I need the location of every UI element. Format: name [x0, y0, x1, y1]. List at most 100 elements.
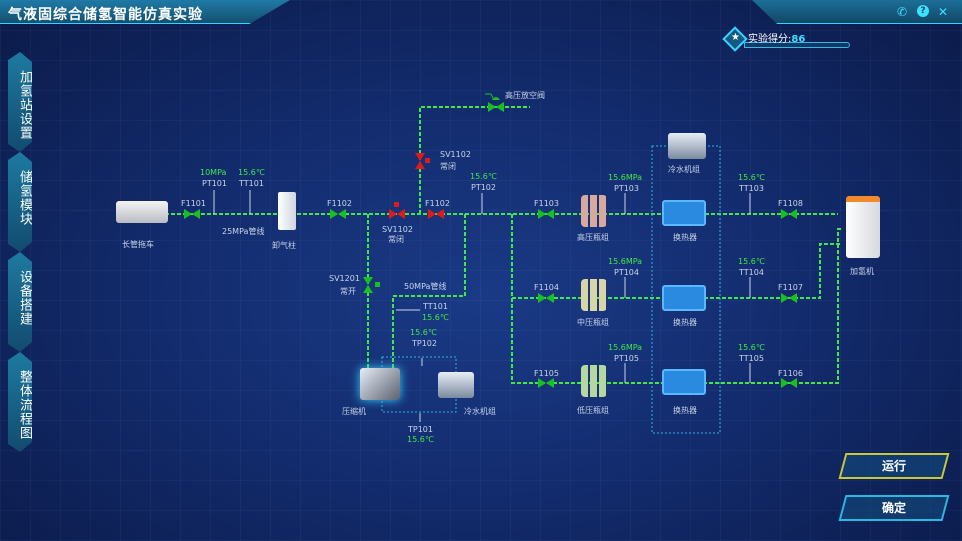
sidebar-item-storage-module[interactable]: 储氢模块	[8, 152, 32, 252]
solenoid-sv1102-top	[415, 153, 430, 169]
valve-f1101-label: F1101	[181, 199, 206, 208]
hp-bank-icon[interactable]	[581, 195, 607, 227]
sidebar-item-station-setup[interactable]: 加氢站设置	[8, 52, 32, 152]
hx2-label: 换热器	[673, 318, 697, 327]
compressor-label: 压缩机	[342, 407, 366, 416]
score-bar	[744, 42, 850, 48]
pipelines	[165, 106, 842, 384]
pt102-value: 15.6℃	[470, 172, 497, 181]
phone-icon[interactable]: ✆	[897, 5, 908, 19]
sv1102-top-tag: SV1102	[440, 150, 471, 159]
confirm-button[interactable]: 确定	[838, 495, 950, 521]
sidebar-item-equipment-build[interactable]: 设备搭建	[8, 252, 32, 352]
hx3-label: 换热器	[673, 406, 697, 415]
tube-trailer-label: 长管拖车	[122, 240, 154, 249]
lp-bank-icon[interactable]	[581, 365, 607, 397]
tp101-tag: TP101	[408, 425, 433, 434]
tube-trailer-icon[interactable]	[116, 201, 168, 223]
tp101-value: 15.6℃	[407, 435, 434, 444]
hp-bank-label: 高压瓶组	[577, 233, 609, 242]
tt103-value: 15.6℃	[738, 173, 765, 182]
tt101a-tag: TT101	[239, 179, 264, 188]
sidebar-item-overall-flow[interactable]: 整体流程图	[8, 352, 32, 452]
sv1102-main-state: 常闭	[388, 235, 404, 244]
hydrogen-dispenser-icon[interactable]	[846, 196, 880, 258]
valve-f1101	[184, 209, 200, 219]
sidebar-item-label: 整体流程图	[17, 370, 32, 440]
help-icon[interactable]: ?	[917, 5, 929, 17]
solenoid-sv1102-main	[389, 202, 405, 219]
valve-f1102b-label: F1102	[425, 199, 450, 208]
heat-exchanger-3-icon[interactable]	[662, 369, 706, 395]
valve-f1102a-label: F1102	[327, 199, 352, 208]
sidebar-item-label: 储氢模块	[17, 170, 32, 226]
heat-exchanger-1-icon[interactable]	[662, 200, 706, 226]
compressor-icon[interactable]	[360, 368, 400, 400]
valve-f1107-label: F1107	[778, 283, 803, 292]
pt103-value: 15.6MPa	[608, 173, 643, 182]
pipeline-50mpa-label: 50MPa管线	[404, 282, 447, 291]
pt104-value: 15.6MPa	[608, 257, 643, 266]
run-button[interactable]: 运行	[838, 453, 950, 479]
title-bar	[0, 0, 290, 24]
lp-pipe	[511, 214, 842, 384]
valve-f1107	[781, 293, 797, 303]
valve-f1105	[538, 378, 554, 388]
tt101b-tag: TT101	[423, 302, 448, 311]
sensor-leads	[213, 190, 751, 422]
score-value: 86	[791, 34, 806, 45]
pt105-value: 15.6MPa	[608, 343, 643, 352]
tt101b-value: 15.6℃	[422, 313, 449, 322]
pt101-tag: PT101	[202, 179, 227, 188]
tp102-value: 15.6℃	[410, 328, 437, 337]
valve-f1106	[781, 378, 797, 388]
solenoid-sv1201	[363, 277, 380, 293]
pt104-tag: PT104	[614, 268, 639, 277]
hx1-label: 换热器	[673, 233, 697, 242]
pt103-tag: PT103	[614, 184, 639, 193]
tt104-tag: TT104	[739, 268, 764, 277]
valve-f1106-label: F1106	[778, 369, 803, 378]
chiller-top-icon[interactable]	[668, 133, 706, 159]
chiller-top-label: 冷水机组	[668, 165, 700, 174]
valve-f1103	[538, 209, 554, 219]
mp-bank-label: 中压瓶组	[577, 318, 609, 327]
valve-f1102b	[428, 209, 444, 219]
valve-f1105-label: F1105	[534, 369, 559, 378]
sv1201-state: 常开	[340, 287, 356, 296]
valve-f1108	[781, 209, 797, 219]
app-title: 气液固综合储氢智能仿真实验	[8, 7, 203, 23]
sv1102-main-tag: SV1102	[382, 225, 413, 234]
valve-f1102a	[330, 209, 346, 219]
dispenser-post-icon[interactable]	[278, 192, 296, 230]
close-icon[interactable]: ✕	[938, 5, 949, 19]
chiller-bottom-label: 冷水机组	[464, 407, 496, 416]
star-icon: ★	[731, 32, 740, 43]
valve-f1108-label: F1108	[778, 199, 803, 208]
pt102-tag: PT102	[471, 183, 496, 192]
confirm-button-label: 确定	[881, 501, 906, 515]
heat-exchanger-2-icon[interactable]	[662, 285, 706, 311]
chiller-bottom-icon[interactable]	[438, 372, 474, 398]
pt101-value: 10MPa	[200, 168, 227, 177]
valves	[184, 93, 797, 388]
valve-f1104-label: F1104	[534, 283, 559, 292]
valve-f1104	[538, 293, 554, 303]
run-button-label: 运行	[881, 459, 906, 473]
sidebar-item-label: 加氢站设置	[17, 70, 32, 140]
vent-valve-label: 高压放空阀	[505, 91, 545, 100]
sv1102-top-state: 常闭	[440, 162, 456, 171]
pipeline-25mpa-label: 25MPa管线	[222, 227, 265, 236]
dispenser-label: 加氢机	[850, 267, 874, 276]
tp102-tag: TP102	[412, 339, 437, 348]
tt101a-value: 15.6℃	[238, 168, 265, 177]
valve-f1103-label: F1103	[534, 199, 559, 208]
mp-bank-icon[interactable]	[581, 279, 607, 311]
sv1201-tag: SV1201	[329, 274, 360, 283]
tt105-tag: TT105	[739, 354, 764, 363]
tt105-value: 15.6℃	[738, 343, 765, 352]
score-panel: ★ 实验得分:86	[722, 26, 850, 52]
